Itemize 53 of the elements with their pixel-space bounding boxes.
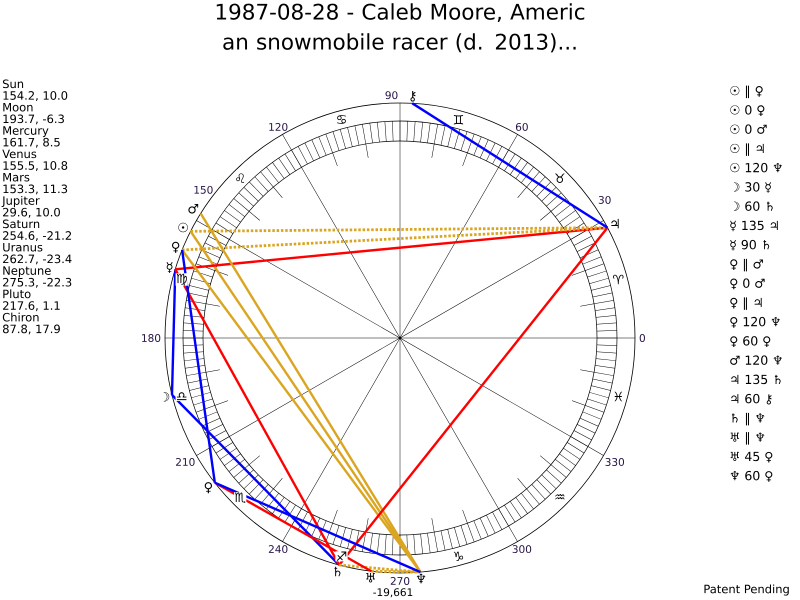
aspect-entry: ☉ 0 ♀ (730, 105, 764, 116)
degree-label: 0 (640, 334, 645, 342)
aspect-entry: ☽ 60 ♄ (734, 201, 773, 211)
planet-name: Venus (2, 150, 36, 158)
aspect-entry: ♀ 120 ♆ (730, 316, 780, 328)
planet-name: Pluto (3, 289, 31, 298)
planet-name: Neptune (3, 266, 51, 278)
chart-title: 1987-08-28 - Caleb Moore, Americ an snowmobile racer (d. 2013)... (216, 3, 584, 52)
aspect-entry: ☿ 90 ♄ (730, 240, 770, 250)
aspect-entry: ♃ 135 ♄ (731, 374, 781, 384)
position-text: 87.8, 17.9 (2, 324, 60, 334)
aspect-entry: ♀ ‖ ♃ (730, 297, 762, 310)
planet-name: Mars (3, 173, 30, 182)
position-text: 193.7, -6.3 (3, 114, 64, 124)
planet-name: Moon (3, 102, 32, 112)
aspect-entry: ♆ 60 ♀ (730, 470, 772, 482)
position-text: 155.5, 10.8 (3, 161, 68, 172)
planet-name: Saturn (2, 220, 40, 228)
position-text: 262.7, -23.4 (3, 254, 72, 264)
aspect-entry: ☉ 0 ♂ (730, 124, 767, 134)
aspect-entry: ☉ ‖ ♃ (730, 143, 764, 156)
aspect-entry: ☉ 120 ♆ (730, 162, 782, 172)
aspect-entry: ♂ 120 ♆ (730, 355, 782, 365)
planet-symbol: ⚷ (410, 91, 416, 102)
position-text: 254.6, -21.2 (3, 231, 72, 242)
planet-name: Sun (2, 79, 24, 88)
planet-name: Chiron (2, 312, 39, 322)
position-text: 153.3, 11.3 (3, 184, 68, 194)
aspect-entry: ☽ 30 ☿ (734, 182, 771, 193)
position-text: 154.2, 10.0 (3, 91, 68, 101)
aspect-entry: ♄ ‖ ♆ (732, 412, 764, 426)
position-text: 275.3, -22.3 (3, 278, 72, 288)
aspect-entry: ♅ ‖ ♆ (730, 432, 764, 445)
degree-label: 180 (142, 334, 160, 342)
footer-text: Patent Pending (704, 584, 789, 596)
position-text: 161.7, 8.5 (3, 138, 60, 148)
planet-symbol: ♆ (416, 574, 426, 584)
planet-name: Uranus (3, 243, 42, 252)
value-label: -19,661 (373, 588, 412, 598)
planet-name: Mercury (3, 126, 48, 138)
aspect-entry: ☿ 135 ♃ (730, 220, 778, 232)
planet-symbol: ♅ (366, 572, 375, 582)
aspect-entry: ♃ 60 ⚷ (731, 394, 772, 404)
aspect-entry: ♀ ‖ ♂ (730, 258, 763, 272)
position-text: 29.6, 10.0 (3, 208, 60, 218)
aspect-entry: ♅ 45 ♀ (730, 452, 772, 463)
aspect-entry: ♀ 60 ♀ (730, 336, 770, 348)
aspect-entry: ☉ ‖ ♀ (730, 86, 763, 98)
aspect-entry: ♀ 0 ♂ (730, 278, 765, 290)
planet-name: Jupiter (2, 196, 40, 208)
degree-label: 270 (390, 577, 410, 585)
position-text: 217.6, 1.1 (3, 301, 60, 312)
degree-label: 90 (386, 91, 398, 100)
